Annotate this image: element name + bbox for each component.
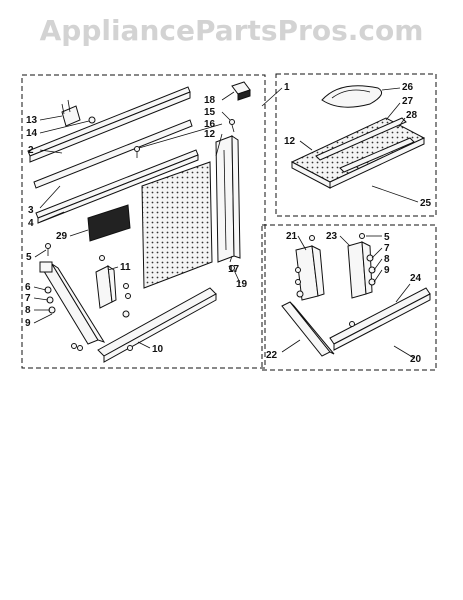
callout-23: 23 bbox=[326, 231, 338, 242]
bracket-part-11 bbox=[95, 255, 131, 318]
callout-16: 16 bbox=[204, 119, 216, 130]
strip-part-28 bbox=[339, 137, 415, 173]
callout-13: 13 bbox=[26, 115, 38, 126]
base-plate-part-12 bbox=[290, 117, 426, 189]
bracket-part-21 bbox=[295, 235, 325, 301]
watermark-text: AppliancePartsPros.com bbox=[39, 14, 424, 47]
callout-28: 28 bbox=[406, 110, 418, 121]
screw-part-14 bbox=[88, 116, 96, 124]
callout-29: 29 bbox=[56, 231, 68, 242]
cap-part-18 bbox=[231, 81, 251, 101]
side-channel-part-17 bbox=[215, 135, 241, 263]
screw-part-19 bbox=[229, 265, 235, 271]
bracket-part-13 bbox=[61, 99, 81, 127]
callout-15: 15 bbox=[204, 107, 216, 118]
callout-14: 14 bbox=[26, 128, 38, 139]
kit-25-frame bbox=[275, 73, 437, 217]
callout-9-right: 9 bbox=[384, 265, 390, 276]
support-leg-left bbox=[39, 243, 106, 345]
main-kit-frame bbox=[21, 74, 266, 369]
callout-24: 24 bbox=[410, 273, 422, 284]
foam-seal-part-26 bbox=[321, 85, 383, 108]
filter-part-29 bbox=[87, 204, 131, 242]
bracket-part-23 bbox=[347, 233, 376, 299]
callout-17: 17 bbox=[228, 264, 240, 275]
callout-7: 7 bbox=[25, 293, 31, 304]
callout-8: 8 bbox=[25, 305, 31, 316]
callout-5: 5 bbox=[26, 252, 32, 263]
screw-part-15 bbox=[229, 119, 235, 133]
callout-10: 10 bbox=[152, 344, 164, 355]
callout-9: 9 bbox=[25, 318, 31, 329]
callout-8-right: 8 bbox=[384, 254, 390, 265]
callout-2: 2 bbox=[28, 145, 34, 156]
callout-18: 18 bbox=[204, 95, 216, 106]
callout-3: 3 bbox=[28, 205, 34, 216]
rail-part-22 bbox=[281, 301, 335, 357]
rail-part-4 bbox=[35, 149, 199, 224]
rail-part-24 bbox=[329, 287, 431, 351]
bottom-rail-part-10 bbox=[71, 287, 217, 363]
rail-part-3 bbox=[33, 119, 193, 189]
perforated-panel-part-12 bbox=[141, 161, 213, 289]
callout-26: 26 bbox=[402, 82, 414, 93]
callout-5-right: 5 bbox=[384, 232, 390, 243]
callout-6: 6 bbox=[25, 282, 31, 293]
callout-11: 11 bbox=[120, 262, 131, 273]
callout-1: 1 bbox=[284, 82, 290, 93]
callout-21: 21 bbox=[286, 231, 298, 242]
callout-7-right: 7 bbox=[384, 243, 390, 254]
callout-27: 27 bbox=[402, 96, 414, 107]
callout-20: 20 bbox=[410, 354, 422, 365]
callout-4: 4 bbox=[28, 218, 34, 229]
callout-25: 25 bbox=[420, 198, 432, 209]
leader-lines bbox=[33, 87, 419, 359]
callout-19: 19 bbox=[236, 279, 248, 290]
callout-12-panel: 12 bbox=[204, 129, 216, 140]
callout-22: 22 bbox=[266, 350, 278, 361]
strip-part-27 bbox=[315, 117, 407, 161]
screw-part-16 bbox=[134, 146, 140, 158]
rail-part-2 bbox=[27, 86, 191, 163]
callout-12-base: 12 bbox=[284, 136, 296, 147]
